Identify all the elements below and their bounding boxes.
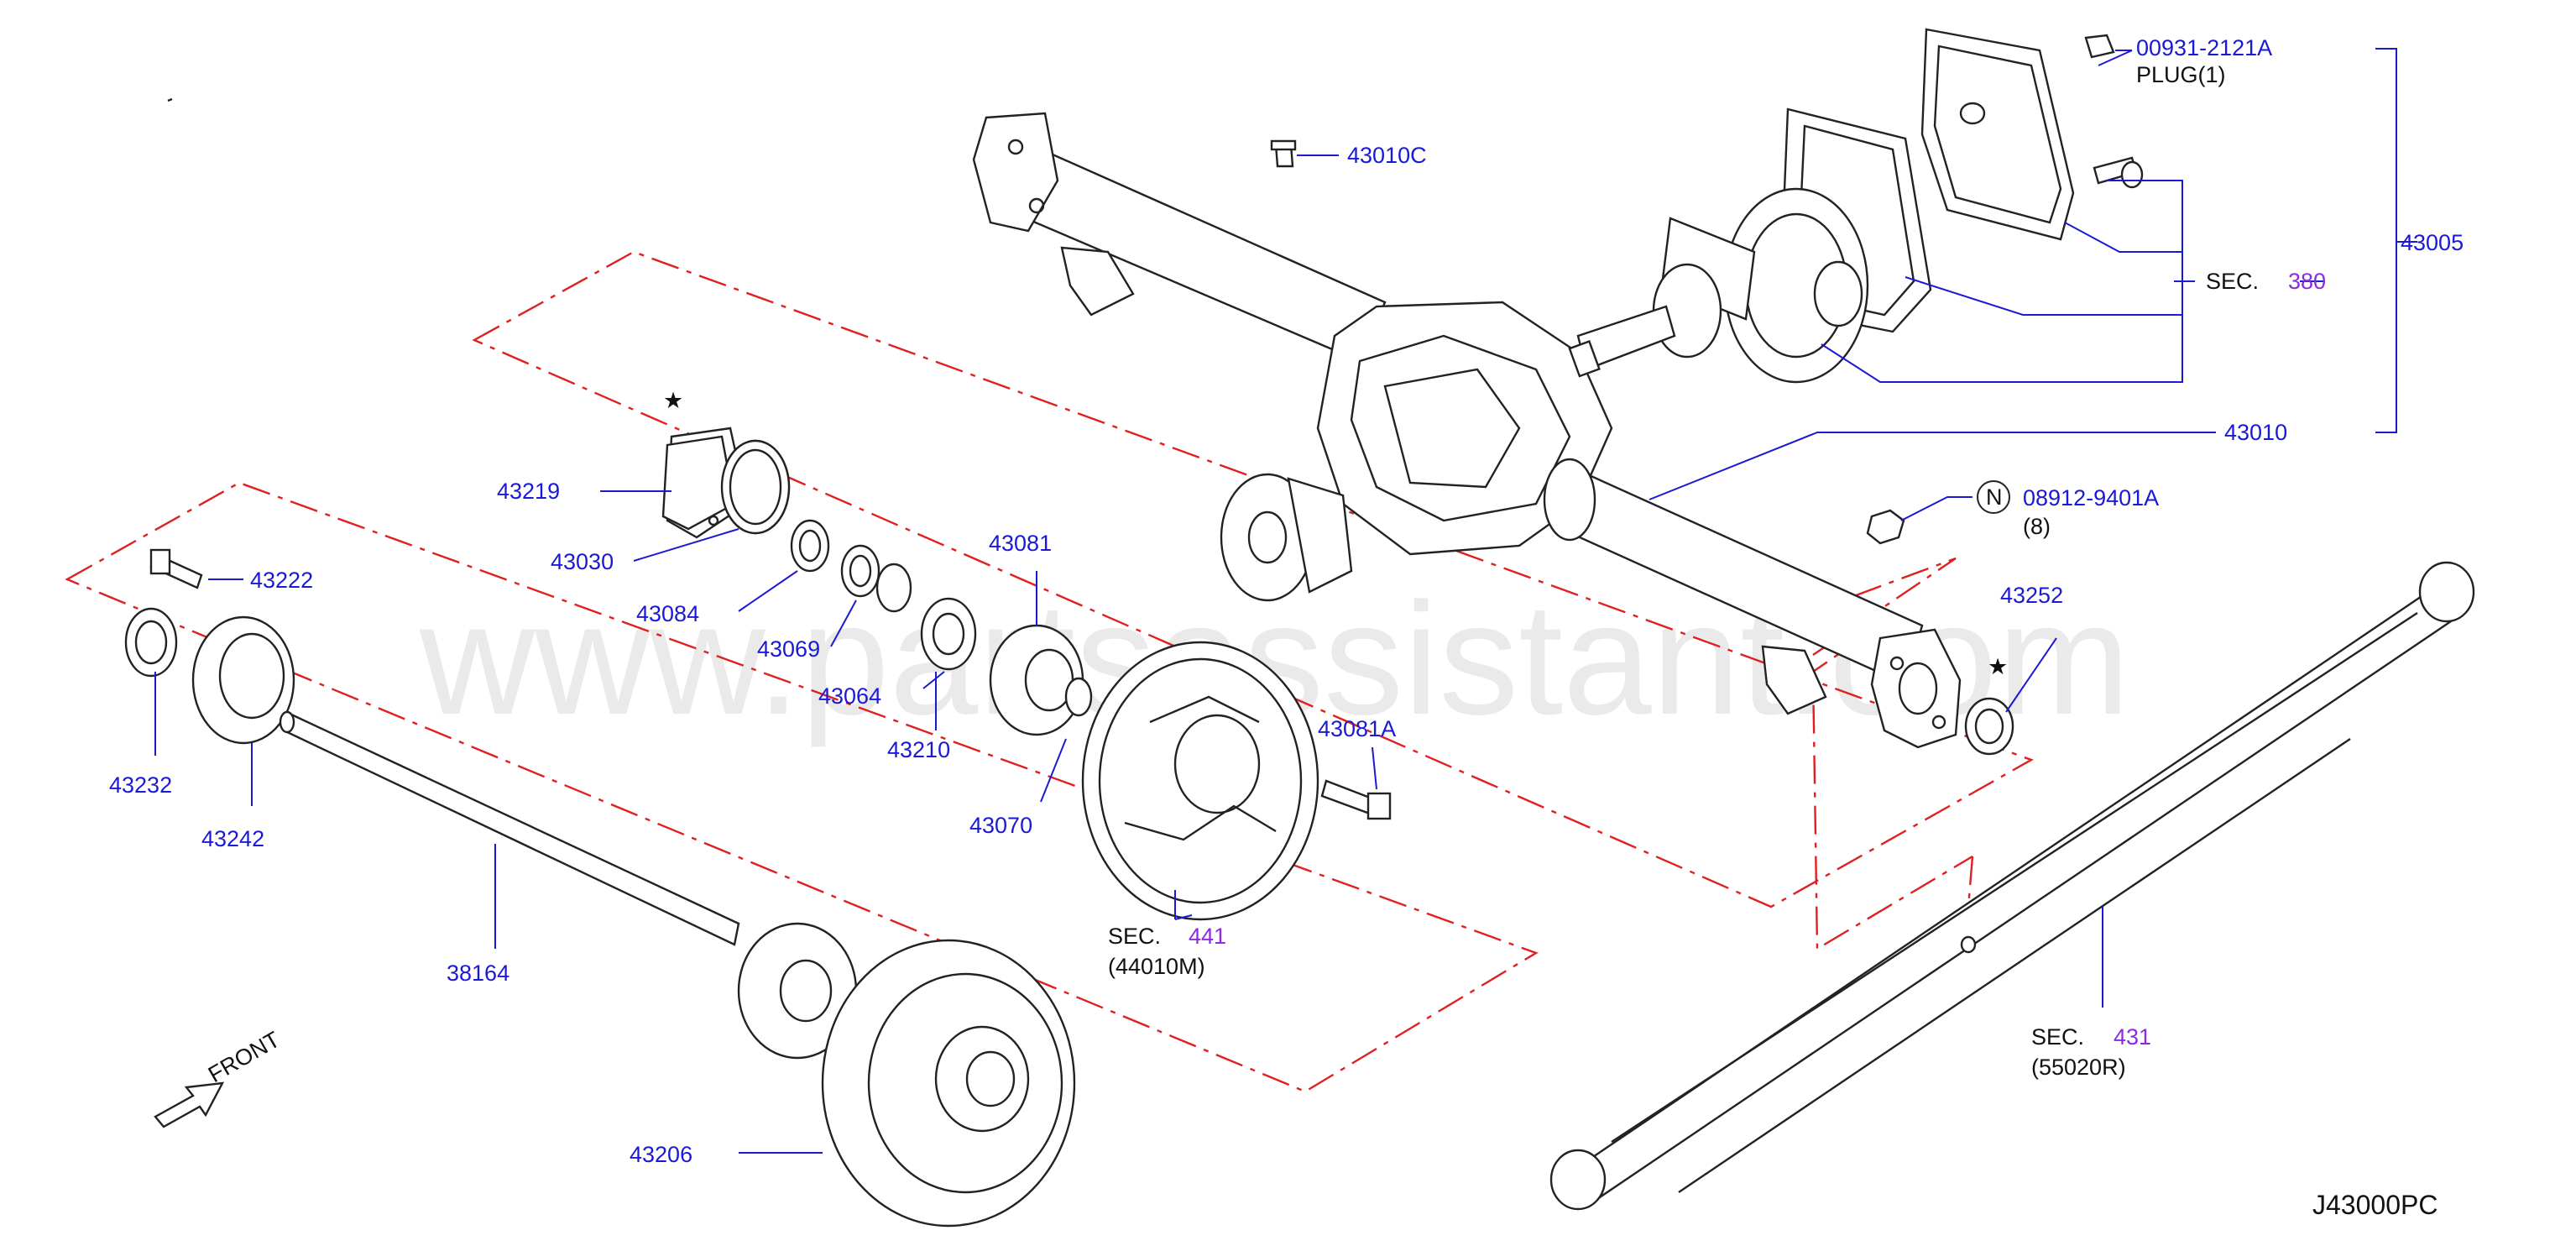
callout-43081A[interactable]: 43081A [1318,716,1396,741]
n-symbol-circle [1977,480,2010,514]
callout-43010[interactable]: 43010 [2224,420,2287,445]
label-sec-431: SEC. [2031,1024,2084,1050]
callout-43252[interactable]: 43252 [2000,583,2063,608]
callout-43242[interactable]: 43242 [201,826,264,851]
front-label: FRONT [204,1027,285,1087]
callout-43084[interactable]: 43084 [636,601,699,626]
label-plug: PLUG(1) [2136,62,2226,87]
hub-gaskets [661,435,791,535]
leader-lines [154,48,2417,1154]
label-sec-441: SEC. [1108,924,1161,949]
callout-43219[interactable]: 43219 [497,479,560,504]
differential-assembly [1568,28,2144,384]
callout-43010C[interactable]: 43010C [1347,143,1427,168]
label-55020R: (55020R) [2031,1055,2126,1080]
callout-08912-9401A[interactable]: 08912-9401A [2023,485,2159,510]
callout-43030[interactable]: 43030 [551,549,614,574]
axle-shaft-and-drum [124,97,1076,1228]
front-direction-arrow [154,1081,225,1128]
callout-43070[interactable]: 43070 [969,813,1032,838]
callout-00931-2121A[interactable]: 00931-2121A [2136,35,2272,60]
callout-sec-441[interactable]: 441 [1189,924,1226,949]
callout-43206[interactable]: 43206 [630,1142,692,1167]
callout-labels: 00931-2121A PLUG(1) 43010C 43005 SEC. 38… [109,35,2464,1167]
star-2: ★ [1988,654,2008,679]
callout-43222[interactable]: 43222 [250,568,313,593]
callout-sec-380[interactable]: 380 [2288,269,2326,294]
brake-backing-plate [1081,641,1319,921]
diagram-code: J43000PC [2312,1190,2438,1220]
callout-43210[interactable]: 43210 [887,737,950,762]
axle-housing [972,112,1962,749]
callout-43232[interactable]: 43232 [109,772,172,798]
exploded-view-boundaries [65,250,2034,1093]
callout-43069[interactable]: 43069 [757,636,820,662]
callout-sec-431[interactable]: 431 [2114,1024,2151,1050]
leaf-spring [1549,509,2475,1211]
label-sec-380: SEC. [2206,269,2259,294]
label-44010M: (44010M) [1108,954,1205,979]
callout-43005[interactable]: 43005 [2401,230,2464,255]
callout-43081[interactable]: 43081 [989,531,1052,556]
label-qty-8: (8) [2023,514,2051,539]
n-symbol: N [1986,484,2003,510]
callout-43064[interactable]: 43064 [818,683,881,709]
star-1: ★ [663,388,683,413]
callout-38164[interactable]: 38164 [447,961,509,986]
